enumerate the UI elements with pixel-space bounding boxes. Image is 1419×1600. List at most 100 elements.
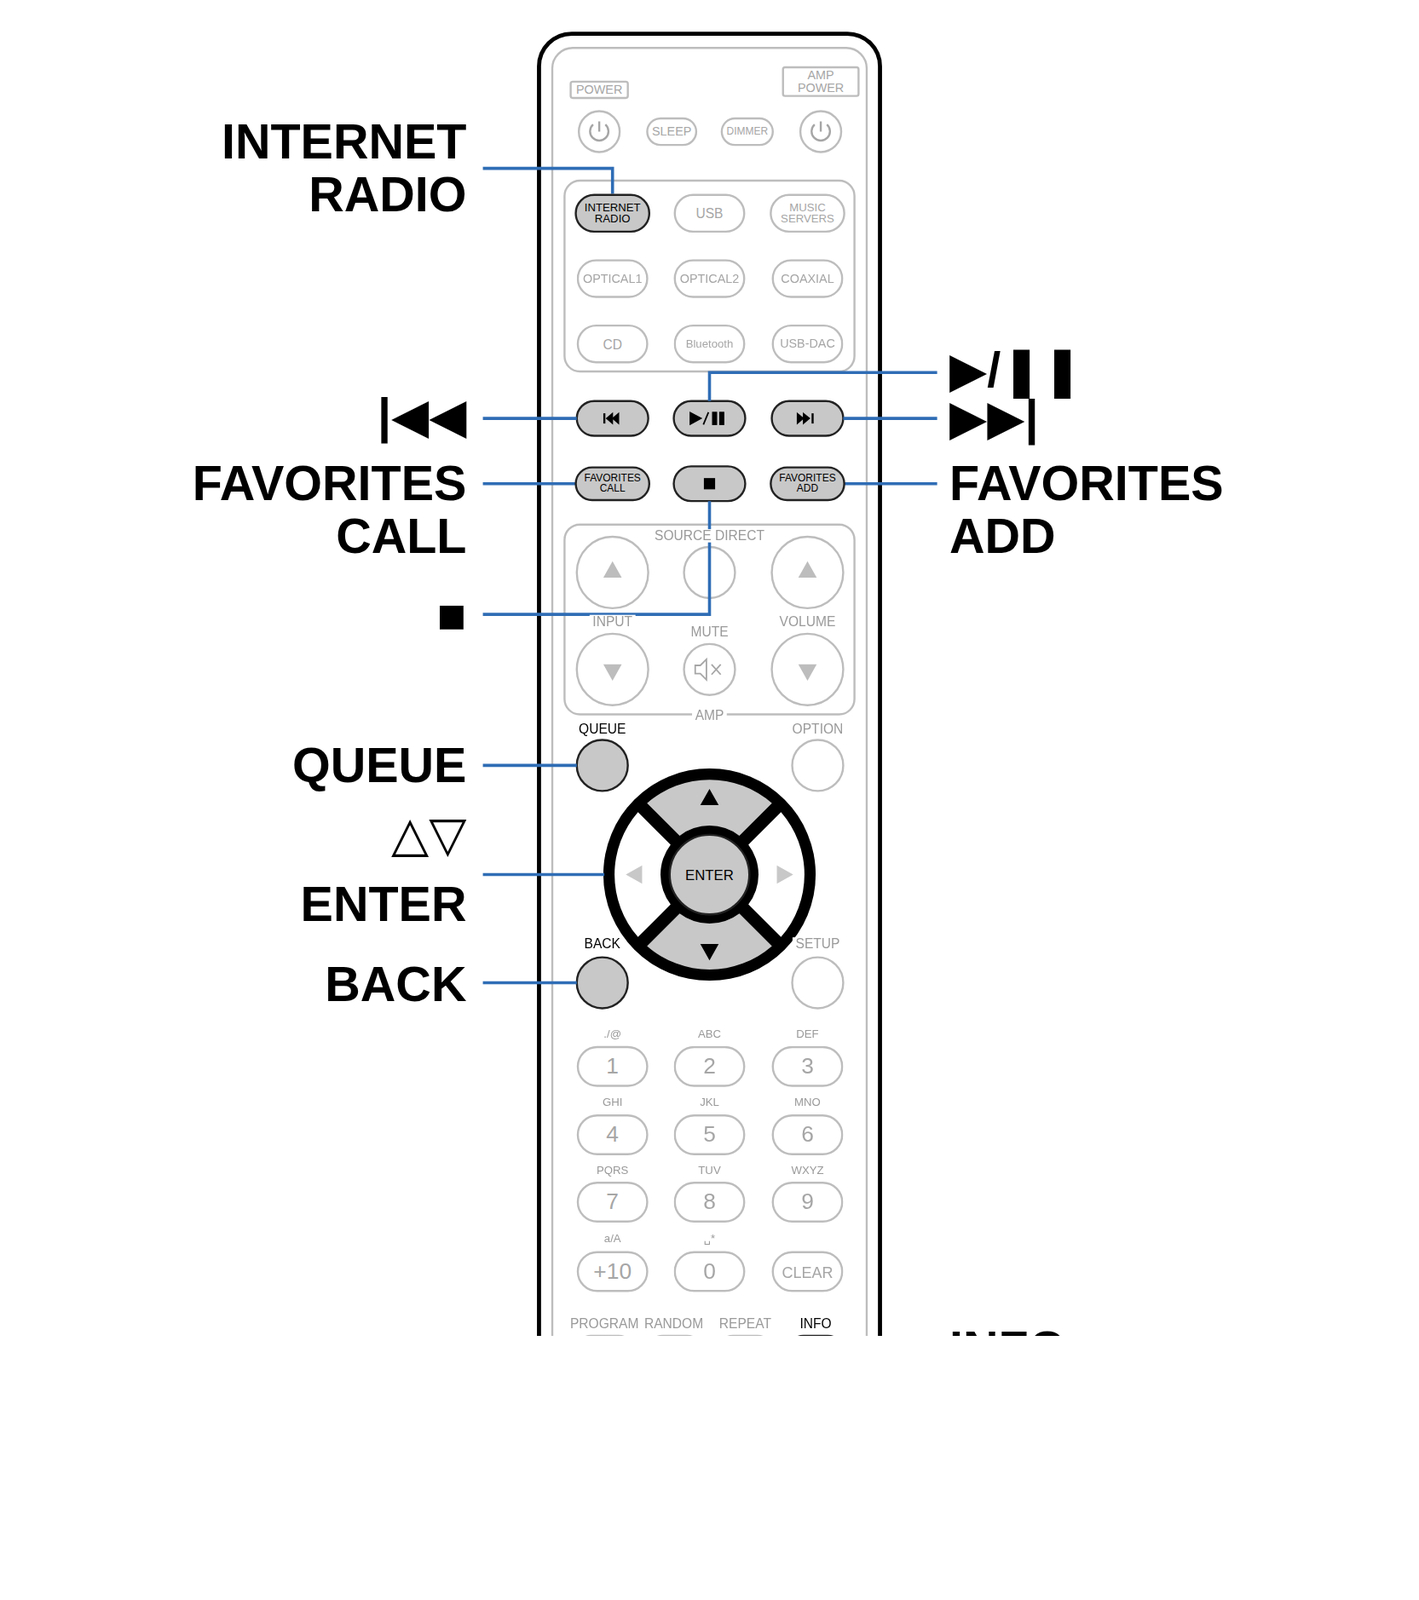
printed-label: TUV bbox=[696, 1165, 723, 1177]
cursor-ring bbox=[603, 768, 816, 981]
button-text: FAVORITES CALL bbox=[576, 473, 649, 495]
label-text: AMP bbox=[695, 709, 725, 723]
callout-label: |◀◀ bbox=[377, 390, 468, 444]
label-text: QUEUE bbox=[578, 721, 626, 736]
button-text: MUSIC SERVERS bbox=[772, 201, 844, 225]
remote-button: COAXIAL bbox=[772, 259, 844, 299]
label-text: MNO bbox=[794, 1096, 821, 1108]
label-text: PQRS bbox=[596, 1165, 629, 1177]
button-text: INTERNET RADIO bbox=[576, 201, 649, 225]
bottom-button bbox=[789, 1336, 843, 1338]
button-text: Bluetooth bbox=[686, 338, 734, 350]
printed-label: INFO bbox=[796, 1317, 835, 1332]
amp-button bbox=[684, 644, 736, 696]
button-text: +10 bbox=[593, 1260, 632, 1283]
label-text: WXYZ bbox=[790, 1165, 824, 1177]
button-text: OPTICAL2 bbox=[680, 272, 740, 285]
printed-label: VOLUME bbox=[776, 615, 839, 629]
label-text: BACK bbox=[324, 958, 467, 1012]
remote-button: USB-DAC bbox=[772, 324, 844, 364]
transport-symbol bbox=[719, 412, 724, 425]
button-text: 5 bbox=[703, 1124, 716, 1147]
label-text: ▶/❚❚ bbox=[949, 344, 1084, 398]
transport-button bbox=[674, 466, 746, 502]
cursor-arrow bbox=[625, 789, 793, 961]
printed-label: PQRS bbox=[594, 1165, 631, 1177]
button-text: DIMMER bbox=[726, 126, 769, 138]
function-button bbox=[576, 739, 629, 791]
label-text: PROGRAM bbox=[570, 1317, 639, 1332]
remote-button: 5 bbox=[674, 1114, 746, 1156]
callout-label: INFO bbox=[949, 1323, 1067, 1337]
transport-symbol bbox=[811, 413, 814, 424]
printed-label: DEF bbox=[794, 1028, 821, 1040]
callout-label: INTERNET RADIO bbox=[170, 115, 467, 222]
remote-button: USB bbox=[674, 194, 746, 234]
transport-symbol bbox=[704, 478, 716, 490]
bottom-button bbox=[648, 1336, 702, 1338]
button-text: 0 bbox=[703, 1260, 716, 1283]
bottom-button bbox=[576, 1336, 843, 1338]
callout-label: ▶/❚❚ bbox=[949, 344, 1084, 398]
printed-label: SOURCE DIRECT bbox=[651, 529, 768, 543]
remote-button: +10 bbox=[576, 1251, 649, 1293]
button-text: POWER bbox=[576, 83, 623, 96]
label-text: GHI bbox=[602, 1096, 623, 1108]
label-text: QUEUE bbox=[292, 738, 467, 792]
mute-symbol bbox=[695, 659, 722, 681]
remote-button: FAVORITES ADD bbox=[769, 466, 846, 502]
remote-button: AMP POWER bbox=[782, 66, 860, 98]
power-button bbox=[589, 121, 830, 141]
label-text: JKL bbox=[699, 1096, 720, 1108]
remote-body bbox=[538, 34, 880, 1337]
callout-label: ▶▶| bbox=[949, 392, 1039, 445]
label-text: △▽ bbox=[391, 808, 467, 862]
function-button bbox=[792, 739, 844, 791]
remote-button: 9 bbox=[772, 1182, 844, 1223]
label-text: ENTER bbox=[300, 877, 468, 931]
button-text: 7 bbox=[605, 1191, 619, 1214]
remote-body bbox=[538, 34, 880, 1337]
transport-button bbox=[576, 401, 844, 502]
label-text: ■ bbox=[437, 588, 468, 642]
function-button bbox=[576, 739, 844, 1009]
cursor-ring bbox=[603, 768, 816, 981]
cursor-arrow bbox=[625, 865, 793, 885]
leader-line bbox=[842, 416, 937, 421]
transport-symbol bbox=[703, 412, 709, 425]
remote-button: 6 bbox=[772, 1114, 844, 1156]
transport-symbol bbox=[797, 413, 810, 424]
remote-button: 1 bbox=[576, 1046, 649, 1088]
label-text: ▶▶| bbox=[949, 392, 1039, 445]
label-text: FAVORITES CALL bbox=[170, 457, 467, 564]
callout-label: FAVORITES CALL bbox=[170, 457, 467, 564]
leader-line bbox=[483, 168, 938, 1337]
label-text: INFO bbox=[949, 1323, 1067, 1337]
button-text: USB-DAC bbox=[779, 337, 836, 350]
printed-label: AMP bbox=[692, 709, 727, 723]
remote-button: 3 bbox=[772, 1046, 844, 1088]
remote-body bbox=[552, 47, 867, 1337]
printed-label: OPTION bbox=[789, 721, 847, 736]
transport-button bbox=[772, 401, 844, 437]
label-text: a/A bbox=[604, 1234, 622, 1246]
remote-button: 0 bbox=[674, 1251, 746, 1293]
transport-symbol bbox=[603, 413, 606, 424]
label-text: SETUP bbox=[796, 937, 841, 952]
transport-button bbox=[674, 401, 746, 437]
leader-line bbox=[483, 764, 577, 768]
printed-label: ␣* bbox=[701, 1234, 717, 1246]
button-text: OPTICAL1 bbox=[582, 272, 643, 285]
label-text: DEF bbox=[796, 1028, 819, 1040]
button-panel bbox=[564, 180, 854, 372]
cursor-segment bbox=[614, 812, 671, 938]
cursor-segment bbox=[748, 812, 805, 938]
button-text: FAVORITES ADD bbox=[772, 473, 844, 495]
remote-button: CLEAR bbox=[772, 1251, 844, 1293]
button-text: CD bbox=[602, 337, 622, 352]
printed-label: INPUT bbox=[589, 615, 636, 629]
transport-symbol bbox=[606, 413, 619, 424]
printed-label: PROGRAM bbox=[566, 1317, 642, 1332]
transport-button bbox=[576, 401, 649, 437]
label-text: VOLUME bbox=[779, 615, 837, 629]
